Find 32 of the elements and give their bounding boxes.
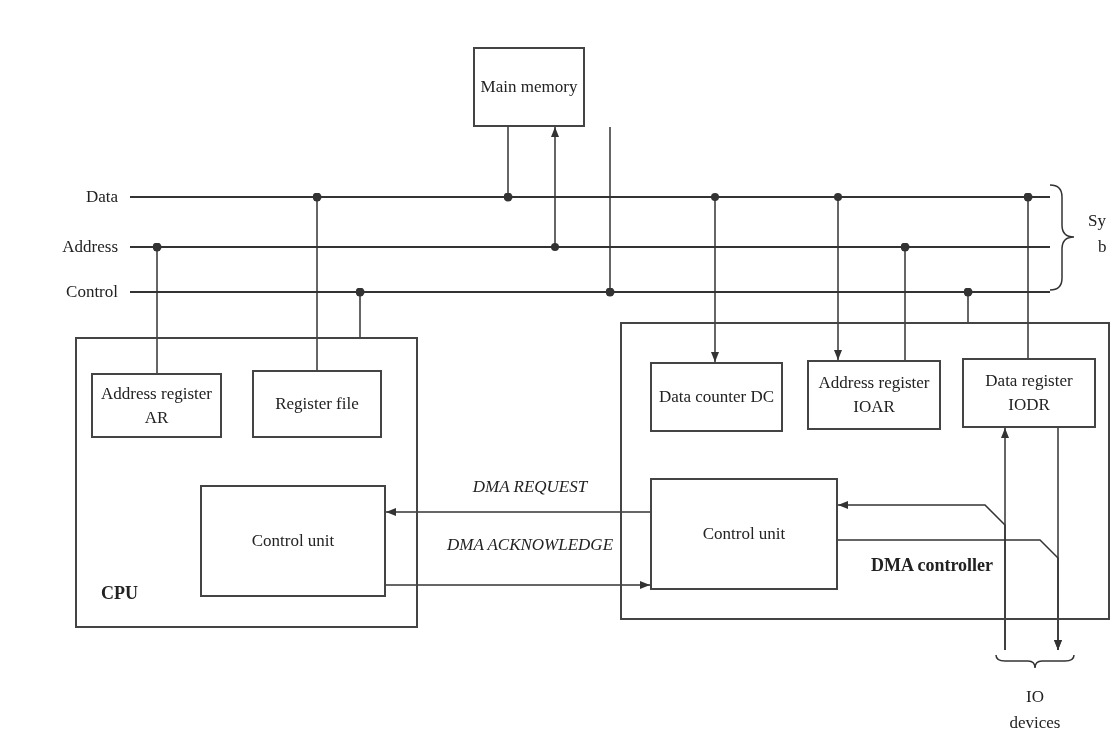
- box-label: Control unit: [701, 523, 787, 545]
- component-box: [650, 362, 783, 432]
- module-box: [620, 322, 1110, 620]
- bus-label: Control: [66, 281, 118, 303]
- edge-label: DMA ACKNOWLEDGE: [445, 534, 615, 556]
- component-box: [473, 47, 585, 127]
- box-label: Data register IODR: [984, 370, 1074, 416]
- module-box: [75, 337, 418, 628]
- bus-caption: Sy: [1088, 210, 1106, 232]
- bus-caption: b: [1098, 236, 1107, 258]
- arrow: [385, 581, 651, 589]
- arrow: [837, 539, 1062, 651]
- component-box: [962, 358, 1096, 428]
- component-box: [650, 478, 838, 590]
- box-label: Control unit: [250, 530, 336, 552]
- node-label: IO devices: [1008, 686, 1062, 734]
- component-box: [807, 360, 941, 430]
- component-box: [91, 373, 222, 438]
- box-label: Data counter DC: [657, 386, 776, 408]
- module-label: CPU: [101, 582, 138, 605]
- box-label: Address register IOAR: [817, 372, 931, 418]
- edge-label: DMA REQUEST: [471, 476, 589, 498]
- arrow: [385, 508, 651, 516]
- component-box: [252, 370, 382, 438]
- box-label: Main memory: [479, 76, 579, 98]
- arrow: [837, 501, 1006, 651]
- box-label: Address register AR: [100, 382, 213, 429]
- box-label: Register file: [274, 393, 360, 415]
- module-label: DMA controller: [869, 554, 995, 577]
- component-box: [200, 485, 386, 597]
- bus-label: Data: [85, 186, 118, 208]
- bus-label: Address: [62, 236, 118, 258]
